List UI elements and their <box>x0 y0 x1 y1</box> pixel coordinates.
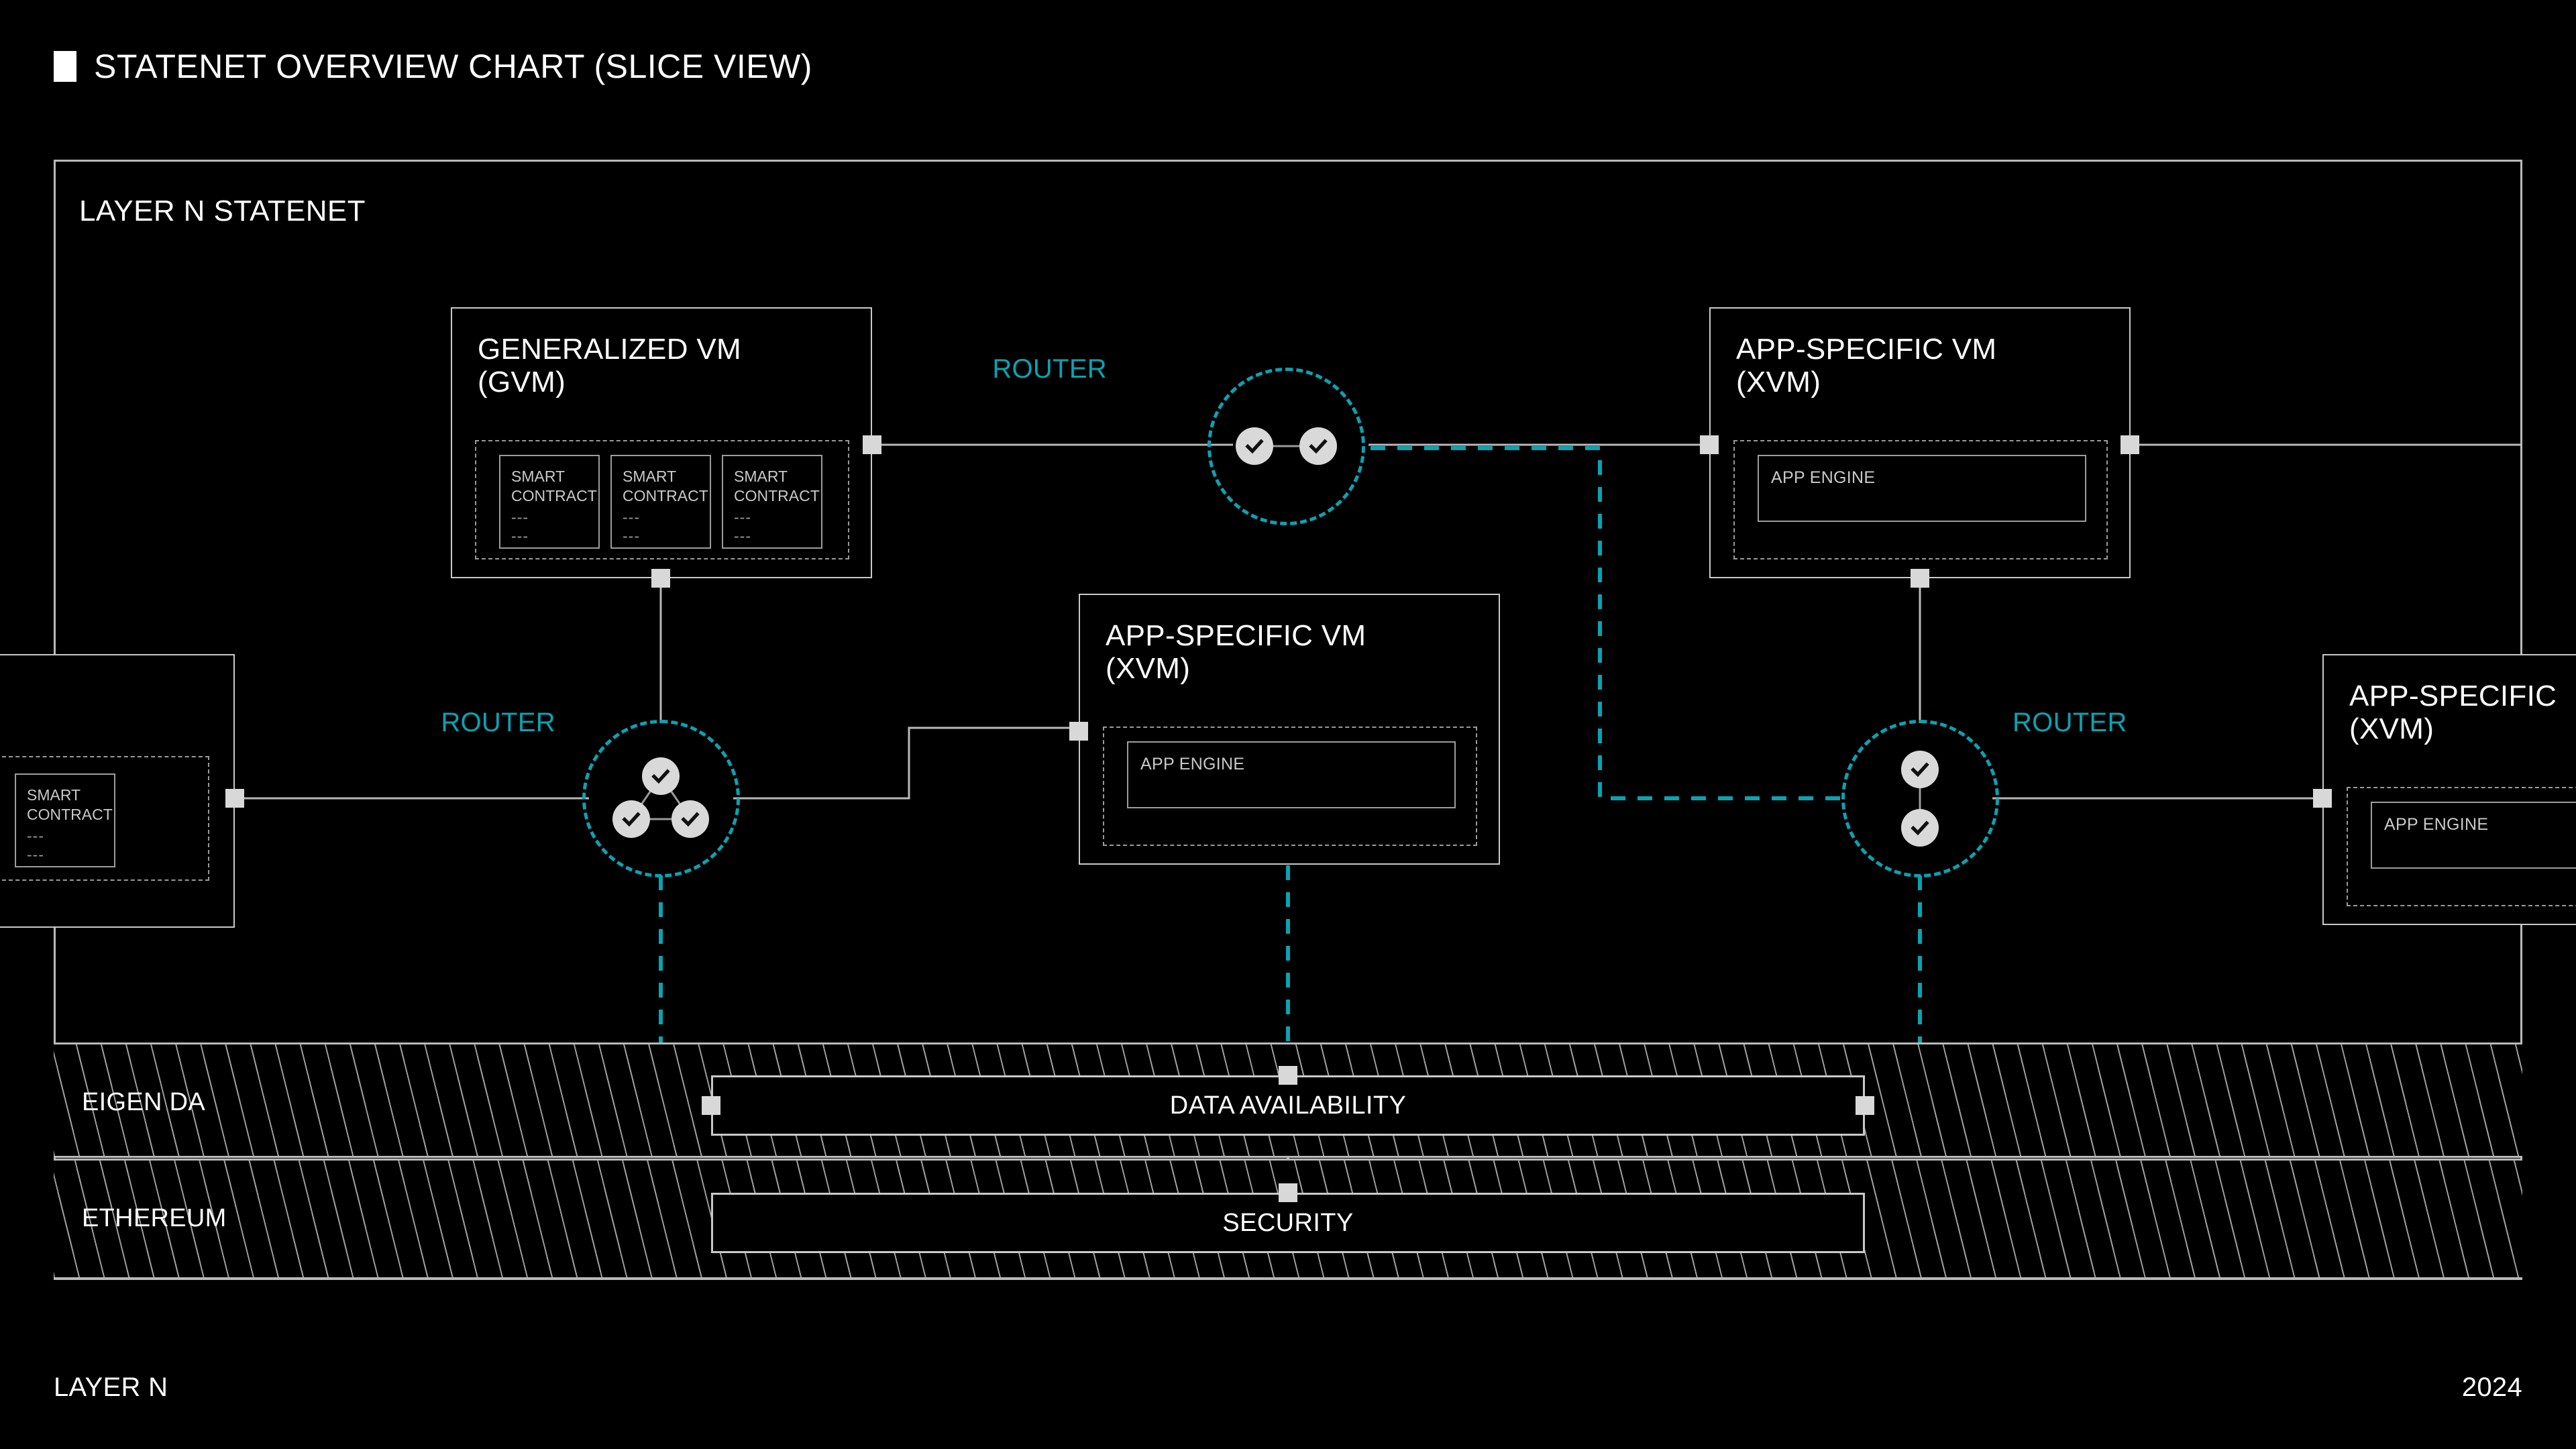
connector-node <box>1911 569 1929 588</box>
smart-contract-label: SMART CONTRACT <box>734 468 820 504</box>
smart-contract-label: SMART CONTRACT <box>511 468 597 504</box>
engine-group-dashed: APP ENGINE <box>1103 727 1477 846</box>
smart-contract-dash-2: --- <box>623 527 640 545</box>
footer-right: 2024 <box>2461 1373 2522 1402</box>
connector-node <box>1700 435 1719 454</box>
frame-title: LAYER N STATENET <box>79 195 366 227</box>
vm-card-gvm-left-partial[interactable]: SMART CONTRACT --- --- <box>0 654 235 928</box>
connector-node <box>651 569 670 588</box>
app-engine-label: APP ENGINE <box>2384 815 2489 834</box>
check-icon <box>672 800 709 838</box>
connector-node <box>1279 1066 1297 1085</box>
app-engine-label: APP ENGINE <box>1771 468 1876 487</box>
smart-contract-dash-1: --- <box>623 508 640 526</box>
page-title: STATENET OVERVIEW CHART (SLICE VIEW) <box>94 48 812 85</box>
smart-contract-dash-2: --- <box>511 527 529 545</box>
square-bullet-icon <box>54 51 76 82</box>
vm-card-xvm-top-right[interactable]: APP-SPECIFIC VM (XVM) APP ENGINE <box>1709 307 2131 578</box>
smart-contract-dash-2: --- <box>27 846 44 863</box>
band-label-eigen-da: EIGEN DA <box>82 1088 205 1116</box>
smart-contract-label: SMART CONTRACT <box>623 468 708 504</box>
connector-node <box>2121 435 2139 454</box>
engine-group-dashed: APP ENGINE <box>1733 440 2108 559</box>
connector-node <box>1856 1096 1874 1115</box>
connector-node <box>863 435 881 454</box>
data-availability-label: DATA AVAILABILITY <box>1169 1091 1407 1120</box>
router-label-left: ROUTER <box>441 708 555 737</box>
vm-card-gvm[interactable]: GENERALIZED VM (GVM) SMART CONTRACT --- … <box>451 307 872 578</box>
check-icon <box>1901 809 1939 847</box>
vm-card-xvm-right-partial[interactable]: APP-SPECIFIC (XVM) APP ENGINE <box>2322 654 2576 925</box>
router-ring <box>1208 368 1365 525</box>
check-icon <box>642 757 680 795</box>
router-internal-links <box>1254 445 1318 447</box>
contract-group-dashed: SMART CONTRACT --- --- <box>0 756 209 881</box>
router-top[interactable] <box>1208 368 1365 525</box>
vm-title-gvm: GENERALIZED VM (GVM) <box>478 333 741 399</box>
router-internal-links <box>1919 769 1921 828</box>
router-label-top: ROUTER <box>992 354 1107 384</box>
router-right[interactable] <box>1841 720 1999 877</box>
vm-title-xvm-right-partial: APP-SPECIFIC (XVM) <box>2349 680 2557 746</box>
security-label: SECURITY <box>1222 1208 1354 1237</box>
smart-contract-label: SMART CONTRACT <box>27 786 113 823</box>
app-engine-card[interactable]: APP ENGINE <box>2371 802 2576 869</box>
router-ring <box>582 720 740 877</box>
vm-title-xvm-top-right: APP-SPECIFIC VM (XVM) <box>1736 333 1997 399</box>
app-engine-card[interactable]: APP ENGINE <box>1127 741 1456 808</box>
smart-contract-card[interactable]: SMART CONTRACT --- --- <box>722 455 822 549</box>
check-icon <box>612 800 650 838</box>
router-left[interactable] <box>582 720 740 877</box>
smart-contract-card[interactable]: SMART CONTRACT --- --- <box>499 455 600 549</box>
footer-left: LAYER N <box>54 1373 168 1402</box>
smart-contract-dash-1: --- <box>27 827 44 845</box>
band-label-ethereum: ETHEREUM <box>82 1204 227 1232</box>
smart-contract-card[interactable]: SMART CONTRACT --- --- <box>15 773 115 867</box>
smart-contract-dash-1: --- <box>511 508 529 526</box>
smart-contract-dash-1: --- <box>734 508 751 526</box>
contract-group-dashed: SMART CONTRACT --- --- SMART CONTRACT --… <box>475 440 849 559</box>
connector-node <box>702 1096 720 1115</box>
smart-contract-card[interactable]: SMART CONTRACT --- --- <box>610 455 711 549</box>
check-icon <box>1299 427 1337 465</box>
app-engine-label: APP ENGINE <box>1140 755 1245 773</box>
connector-node <box>1069 722 1088 741</box>
page-header: STATENET OVERVIEW CHART (SLICE VIEW) <box>0 0 2576 134</box>
connector-node <box>1279 1183 1297 1202</box>
vm-title-xvm-center: APP-SPECIFIC VM (XVM) <box>1106 619 1366 686</box>
engine-group-dashed: APP ENGINE <box>2347 787 2576 906</box>
connector-node <box>2313 789 2332 808</box>
smart-contract-dash-2: --- <box>734 527 751 545</box>
security-bar[interactable]: SECURITY <box>711 1193 1865 1253</box>
router-label-right: ROUTER <box>2012 708 2127 737</box>
vm-card-xvm-center[interactable]: APP-SPECIFIC VM (XVM) APP ENGINE <box>1079 594 1500 865</box>
data-availability-bar[interactable]: DATA AVAILABILITY <box>711 1075 1865 1136</box>
app-engine-card[interactable]: APP ENGINE <box>1758 455 2086 522</box>
check-icon <box>1236 427 1273 465</box>
router-internal-links <box>630 775 692 820</box>
check-icon <box>1901 751 1939 788</box>
layer-band-ethereum <box>54 1159 2522 1279</box>
connector-node <box>225 789 244 808</box>
router-ring <box>1841 720 1999 877</box>
